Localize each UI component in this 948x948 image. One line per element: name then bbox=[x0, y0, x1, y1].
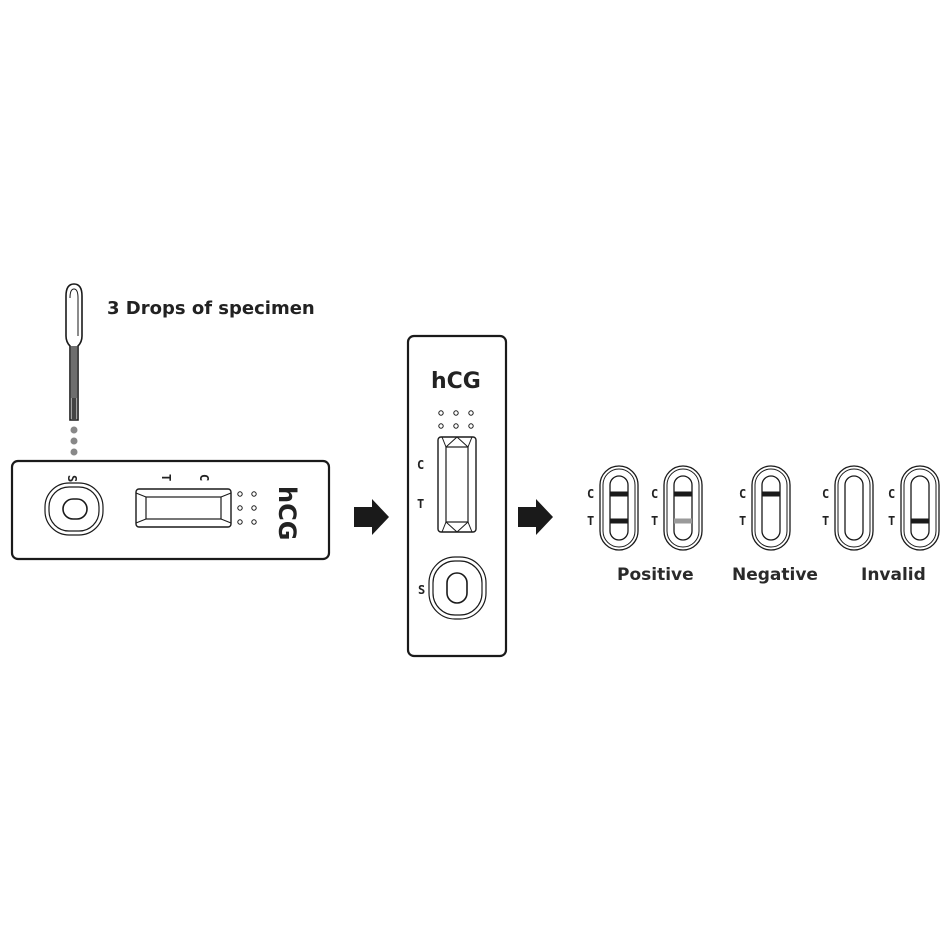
sample-label: S bbox=[418, 583, 425, 597]
control-line-label: C bbox=[417, 458, 424, 472]
brand-label: hCG bbox=[273, 486, 301, 540]
test-band bbox=[610, 518, 628, 524]
arrow-right-icon bbox=[518, 499, 553, 535]
dropper-icon bbox=[65, 283, 83, 421]
control-line-label: C bbox=[651, 487, 658, 501]
result-strip-negative-1: CT bbox=[739, 465, 791, 551]
sample-well bbox=[428, 556, 487, 620]
instruction-text: 3 Drops of specimen bbox=[107, 298, 315, 319]
vent-holes bbox=[438, 410, 474, 429]
sample-well bbox=[44, 482, 104, 536]
control-line-label: C bbox=[197, 474, 211, 481]
result-strip-invalid-2: CT bbox=[888, 465, 940, 551]
control-line-label: C bbox=[888, 487, 895, 501]
result-label-negative: Negative bbox=[732, 565, 818, 585]
result-strip-positive-2: CT bbox=[651, 465, 703, 551]
control-band bbox=[610, 491, 628, 497]
result-strip-invalid-1: CT bbox=[822, 465, 874, 551]
test-line-label: T bbox=[587, 514, 594, 528]
brand-label: hCG bbox=[431, 369, 481, 394]
vertical-test-cassette: hCG C T S bbox=[406, 334, 508, 658]
horizontal-test-cassette: S T C hCG bbox=[10, 459, 331, 561]
result-label-invalid: Invalid bbox=[861, 565, 926, 585]
result-window bbox=[437, 436, 477, 533]
arrow-right-icon bbox=[354, 499, 389, 535]
result-strip-positive-1: CT bbox=[587, 465, 639, 551]
sample-label: S bbox=[65, 475, 79, 482]
test-band bbox=[674, 518, 692, 524]
test-line-label: T bbox=[417, 497, 424, 511]
result-window bbox=[135, 488, 232, 528]
test-line-label: T bbox=[888, 514, 895, 528]
control-band bbox=[674, 491, 692, 497]
control-line-label: C bbox=[822, 487, 829, 501]
vent-holes bbox=[237, 491, 257, 525]
specimen-drops-icon bbox=[70, 426, 78, 456]
test-band bbox=[911, 518, 929, 524]
dropper-liquid bbox=[70, 346, 78, 398]
test-line-label: T bbox=[159, 474, 173, 481]
result-label-positive: Positive bbox=[617, 565, 694, 585]
test-line-label: T bbox=[739, 514, 746, 528]
control-band bbox=[762, 491, 780, 497]
control-line-label: C bbox=[739, 487, 746, 501]
control-line-label: C bbox=[587, 487, 594, 501]
test-line-label: T bbox=[651, 514, 658, 528]
test-line-label: T bbox=[822, 514, 829, 528]
